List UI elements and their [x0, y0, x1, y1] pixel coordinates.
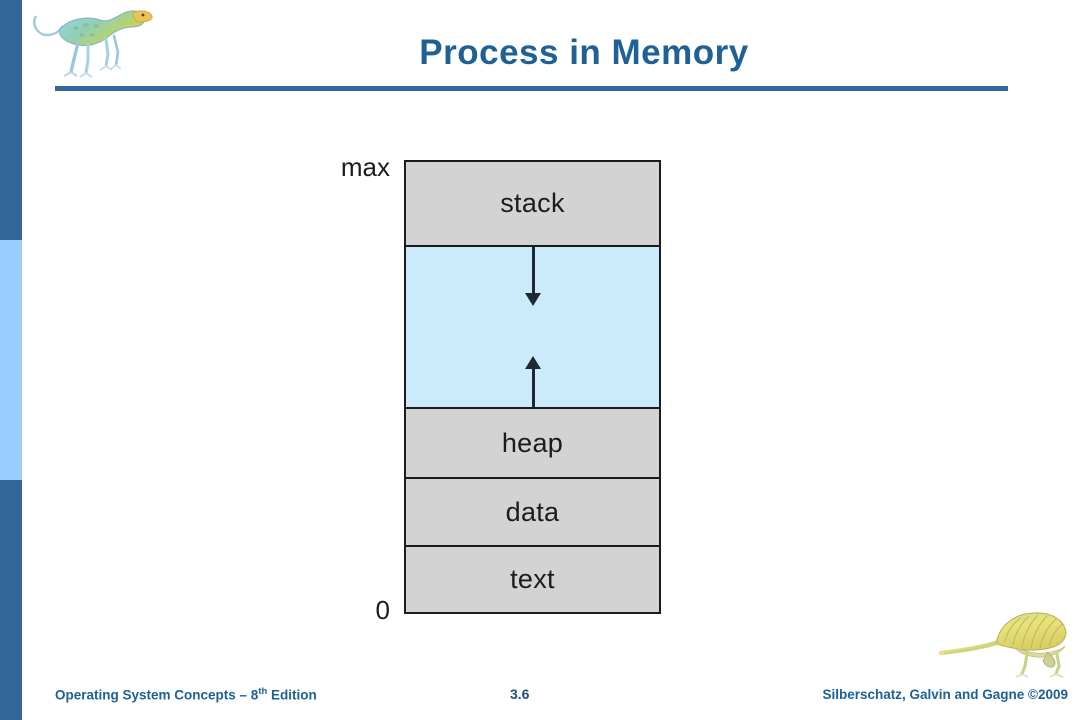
footer-edition-rest: Edition — [267, 687, 317, 702]
accent-segment-bottom — [0, 480, 22, 720]
memory-segment-stack-label: stack — [500, 188, 565, 218]
axis-label-zero: 0 — [375, 595, 390, 625]
memory-segment-heap: heap — [406, 409, 659, 479]
memory-segment-data: data — [406, 479, 659, 547]
accent-segment-top — [0, 0, 22, 240]
dinosaur-yellow-icon — [937, 606, 1072, 678]
sidebar-accent-bar — [0, 0, 22, 720]
memory-segment-heap-label: heap — [501, 427, 564, 458]
memory-segment-text: text — [406, 547, 659, 612]
slide-header: Process in Memory — [0, 0, 1080, 100]
footer-page-number: 3.6 — [510, 686, 530, 702]
axis-label-max: max — [340, 152, 390, 182]
memory-segment-free — [406, 247, 659, 409]
footer-edition-superscript: th — [258, 685, 268, 697]
page-title: Process in Memory — [419, 33, 749, 72]
accent-segment-middle — [0, 240, 22, 480]
footer-book-title: Operating System Concepts – 8th Edition — [55, 686, 317, 703]
footer-book-title-main: Operating System Concepts – 8 — [55, 687, 259, 702]
slide-footer: Operating System Concepts – 8th Edition … — [0, 612, 1080, 720]
memory-segment-stack: stack — [406, 162, 659, 247]
memory-segment-text-label: text — [510, 564, 555, 594]
memory-layout-box: stack heap data text — [404, 160, 661, 614]
stack-growth-arrow-down-icon — [524, 247, 541, 306]
title-underline-rule — [55, 86, 1008, 91]
heap-growth-arrow-up-icon — [524, 356, 541, 407]
dinosaur-blue-icon — [30, 2, 155, 84]
footer-copyright: Silberschatz, Galvin and Gagne ©2009 — [822, 687, 1068, 702]
process-memory-diagram: max 0 stack heap data text — [310, 145, 710, 635]
memory-segment-data-label: data — [505, 496, 560, 527]
